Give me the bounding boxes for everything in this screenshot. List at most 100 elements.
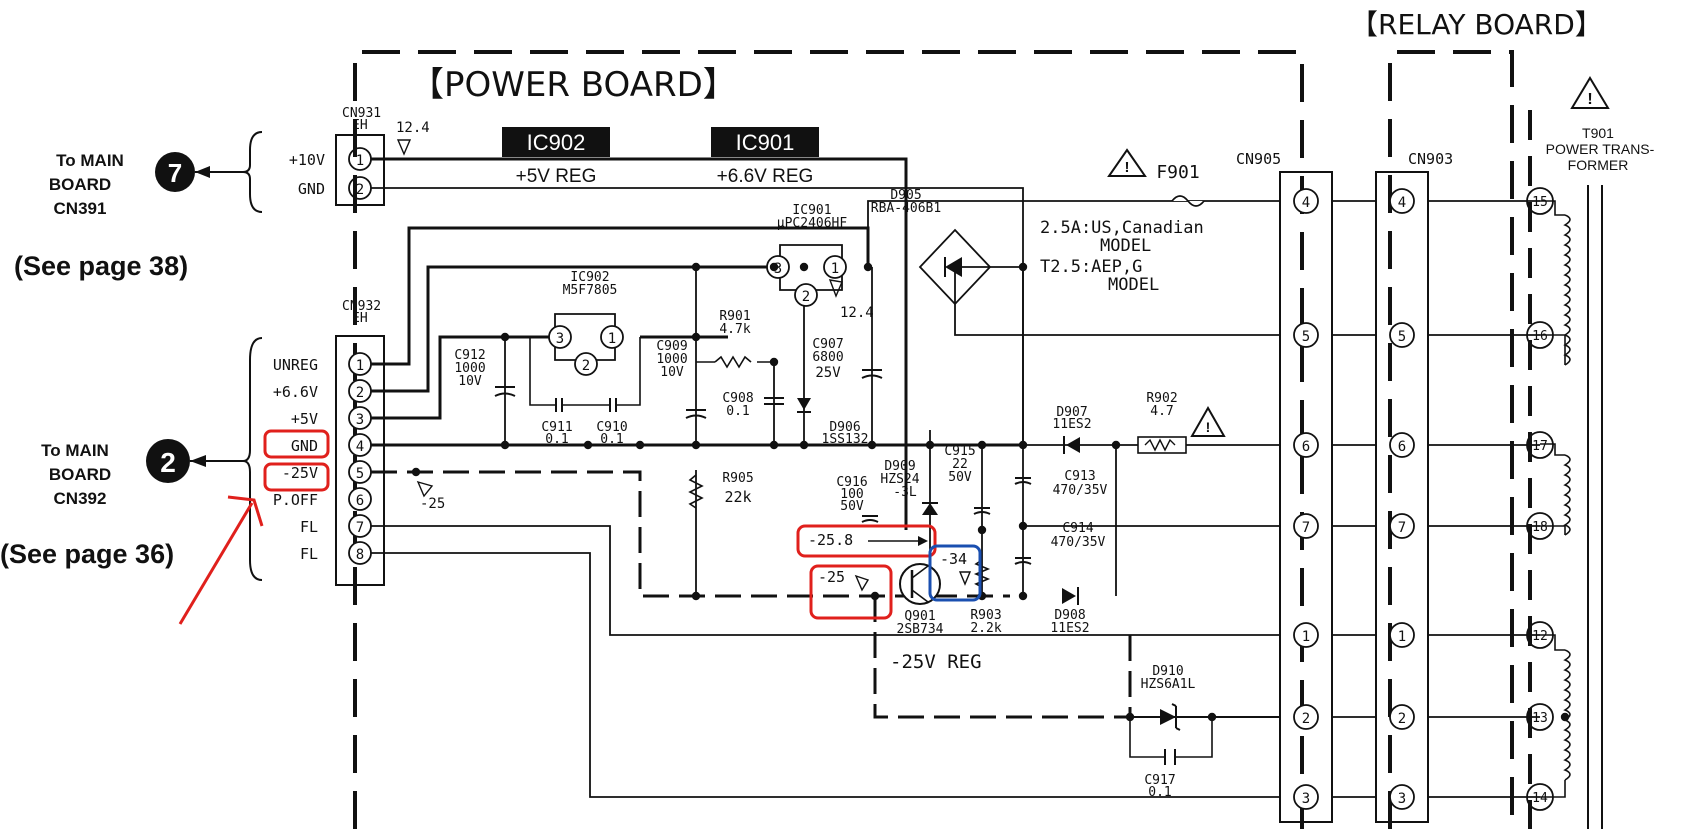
cn905-pin-number: 7 [1302, 520, 1310, 536]
svg-text:3: 3 [556, 331, 564, 347]
c917-name: C917 [1144, 773, 1175, 788]
c910-value: 0.1 [600, 432, 623, 447]
q901-name: Q901 [904, 609, 935, 624]
cn931-type: EH [352, 118, 368, 133]
offboard-top-line3: CN391 [54, 199, 107, 218]
r905-name: R905 [722, 471, 753, 486]
voltage-neg34: -34 [940, 550, 967, 568]
cn905-pin: 5 [1293, 322, 1319, 348]
cn932-pin: 4 GND [291, 433, 372, 457]
cn905-pin-number: 5 [1302, 329, 1310, 345]
wiring [371, 110, 1540, 829]
cn903-pin: 4 [1389, 188, 1415, 214]
voltage-12-4-cn931: 12.4 [396, 120, 430, 136]
ic901-regulator: IC901 μPC2406HF 3 1 2 [766, 203, 848, 307]
c915-value2: 50V [948, 470, 972, 485]
cn932-pin-number: 4 [356, 439, 364, 455]
c913-value: 470/35V [1053, 483, 1108, 498]
cn905-pin: 7 [1293, 513, 1319, 539]
r902-value: 4.7 [1150, 404, 1173, 419]
ic902-header-label: IC902 [527, 130, 586, 155]
junction-dots [411, 262, 1570, 722]
power-board-boundary [353, 50, 1514, 829]
svg-text:!: ! [1125, 159, 1130, 176]
t901-pin-number: 15 [1532, 195, 1548, 210]
cn932-pin-label: +5V [291, 410, 318, 428]
cn932-pin-label: FL [300, 545, 318, 563]
cn932-pin-label: P.OFF [273, 491, 318, 509]
cn903-pin: 3 [1389, 784, 1415, 810]
svg-text:2: 2 [582, 358, 590, 374]
cn903-pin-number: 3 [1398, 791, 1406, 807]
d909-value2: -3L [893, 485, 917, 500]
cn905-name: CN905 [1236, 150, 1281, 168]
offboard-bottom-line1: To MAIN [41, 441, 109, 460]
cn903-pin: 5 [1389, 322, 1415, 348]
cn932-pin-label: GND [291, 437, 318, 455]
svg-text:!: ! [1206, 419, 1211, 435]
d910-value: HZS6A1L [1141, 677, 1196, 692]
junction-dot [867, 440, 877, 450]
d908-name: D908 [1054, 608, 1085, 623]
fuse-note-2: MODEL [1100, 236, 1151, 256]
t901-transformer: ! T901 POWER TRANS- FORMER [1540, 76, 1655, 829]
fuse-warning-icon [1107, 148, 1147, 177]
r903-name: R903 [970, 608, 1001, 623]
junction-dot [1207, 712, 1217, 722]
cn932-pin-number: 1 [356, 358, 364, 374]
d909-name: D909 [884, 459, 915, 474]
annotation-neg25v-highlight [263, 462, 330, 492]
c911-name: C911 [541, 420, 572, 435]
cn932-connector: CN932 EH 1UNREG2+6.6V3+5V4GND5-25V6P.OFF… [273, 299, 385, 586]
ic902-model: M5F7805 [563, 283, 618, 298]
cn903-body [1375, 171, 1429, 823]
d908-value: 11ES2 [1050, 621, 1089, 636]
c912-value1: 1000 [454, 361, 485, 376]
ic901-header-box [711, 127, 819, 157]
voltage-neg25-cn932: -25 [420, 496, 445, 512]
d905-name: D905 [890, 188, 921, 203]
voltage-neg25-q901: -25 [818, 568, 845, 586]
junction-dot [925, 440, 935, 450]
junction-dot [691, 262, 701, 272]
junction-dot [799, 262, 809, 272]
junction-dot [1018, 440, 1028, 450]
t901-pin-number: 17 [1532, 439, 1548, 454]
d906-value: 1SS132 [822, 432, 869, 447]
r902-warning-icon [1190, 405, 1226, 437]
ic901-header-sub: +6.6V REG [717, 166, 814, 187]
c915-name: C915 [944, 444, 975, 459]
cn905-pin-number: 3 [1302, 791, 1310, 807]
junction-dot [691, 332, 701, 342]
cn905-pin-number: 6 [1302, 439, 1310, 455]
cn903-pin-number: 4 [1398, 195, 1406, 211]
cn932-pin-label: +6.6V [273, 383, 318, 401]
d907-value: 11ES2 [1052, 417, 1091, 432]
see-page-36: (See page 36) [0, 539, 174, 569]
fuse-note-4: MODEL [1108, 275, 1159, 295]
ic901-model: μPC2406HF [777, 216, 848, 231]
annotation-neg25-8-highlight [796, 524, 937, 558]
cn903-pin-number: 2 [1398, 711, 1406, 727]
cn903-name: CN903 [1408, 150, 1453, 168]
c911-value: 0.1 [545, 432, 568, 447]
cn931-name: CN931 [342, 106, 381, 121]
f901-fuse: ! F901 2.5A:US,Canadian MODEL T2.5:AEP,G… [1040, 148, 1205, 295]
cn905-pin: 1 [1293, 622, 1319, 648]
ic902-header-sub: +5V REG [516, 166, 597, 187]
junction-dot [977, 440, 987, 450]
junction-dot [635, 440, 645, 450]
junction-dot [411, 467, 421, 477]
cn903-pin: 1 [1389, 622, 1415, 648]
d905-bridge: D905 RBA-406B1 [871, 188, 992, 306]
cn932-pin-number: 2 [356, 385, 364, 401]
cn932-pin: 3+5V [291, 406, 372, 430]
junction-dot [870, 591, 880, 601]
annotation-neg25-highlight [809, 564, 893, 620]
components: R901 4.7k C912 1000 10V C909 1000 10V C9… [454, 309, 1226, 800]
cn905-body [1279, 171, 1333, 823]
annotation-gnd-highlight [263, 429, 330, 459]
junction-dot [1018, 591, 1028, 601]
